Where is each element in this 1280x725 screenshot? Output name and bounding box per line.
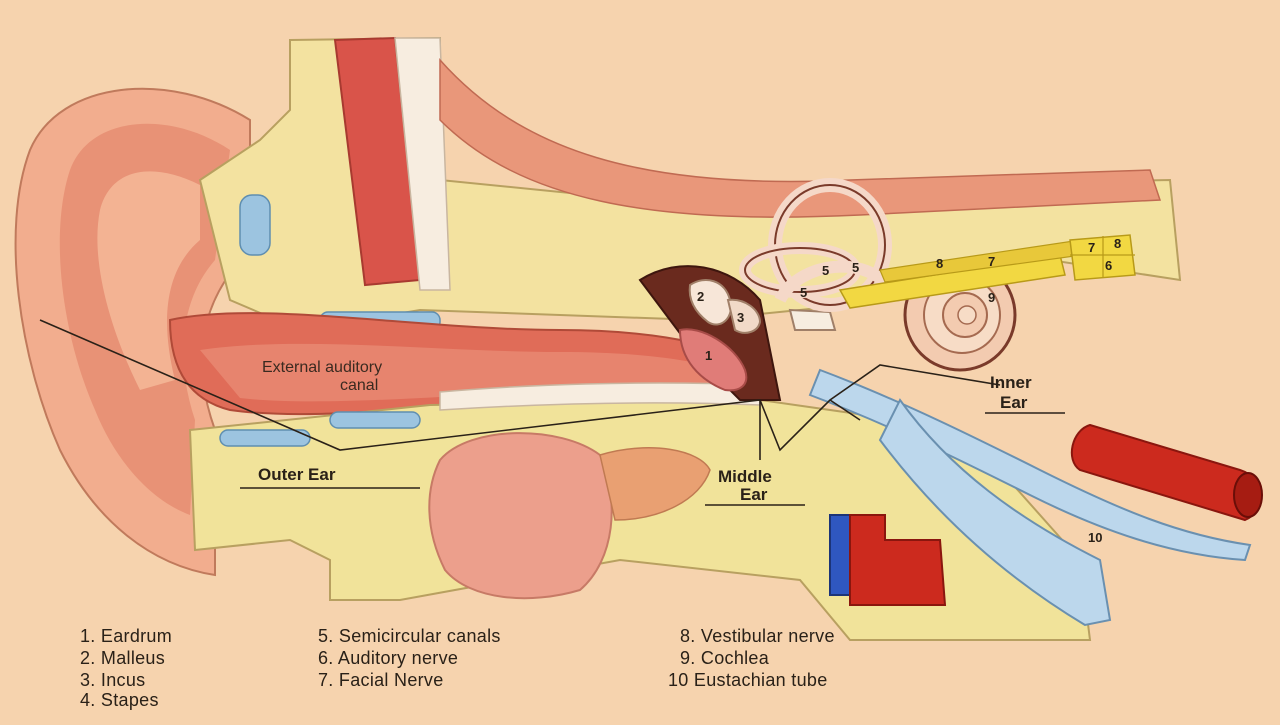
callout-semicircular-b: 5 — [852, 260, 859, 275]
eardrum — [678, 328, 748, 392]
callout-eardrum: 1 — [705, 348, 712, 363]
external-canal-label-line1: External auditory — [262, 359, 382, 376]
internal-carotid-artery — [1070, 423, 1263, 522]
callout-vestibular-nerve: 8 — [936, 256, 943, 271]
region-labels: Outer Ear Middle Ear Inner Ear External … — [240, 359, 1065, 506]
eustachian-tube — [808, 368, 1252, 627]
legend-item-vestibular-nerve: 8. Vestibular nerve — [680, 626, 835, 646]
inner-ear-label-line1: Inner — [990, 373, 1032, 392]
vessel-section — [329, 411, 421, 429]
inner-ear-label-line2: Ear — [1000, 393, 1028, 412]
external-canal-label-line2: canal — [340, 377, 378, 394]
legend-item-semicircular-canals: 5. Semicircular canals — [318, 626, 501, 646]
legend-item-cochlea: 9. Cochlea — [680, 648, 770, 668]
callout-cochlea: 9 — [988, 290, 995, 305]
parotid-gland — [428, 432, 613, 600]
callout-facial-nerve: 7 — [988, 254, 995, 269]
middle-ear-label-line1: Middle — [718, 467, 772, 486]
semicircular-canals — [739, 178, 896, 312]
outer-ear-label: Outer Ear — [258, 465, 336, 484]
callout-nerve-7: 7 — [1088, 240, 1095, 255]
malleus — [688, 279, 732, 326]
tympanic-cavity — [638, 265, 782, 401]
vessel-section — [219, 429, 311, 447]
legend: 1. Eardrum 2. Malleus 3. Incus 4. Stapes… — [80, 626, 835, 710]
numbered-callouts: 1 2 3 5 5 5 8 7 9 7 8 6 10 — [697, 236, 1121, 545]
nerve-bundle — [838, 234, 1136, 309]
legend-item-malleus: 2. Malleus — [80, 648, 165, 668]
legend-item-incus: 3. Incus — [80, 670, 145, 690]
temporal-bone-upper — [198, 36, 1182, 332]
callout-nerve-6: 6 — [1105, 258, 1112, 273]
middle-ear-label-line2: Ear — [740, 485, 768, 504]
callout-malleus: 2 — [697, 289, 704, 304]
callout-incus: 3 — [737, 310, 744, 325]
callout-nerve-8: 8 — [1114, 236, 1121, 251]
callout-semicircular-c: 5 — [800, 285, 807, 300]
legend-item-facial-nerve: 7. Facial Nerve — [318, 670, 444, 690]
legend-item-stapes: 4. Stapes — [80, 690, 159, 710]
incus — [726, 298, 762, 334]
legend-item-eustachian-tube: 10 Eustachian tube — [668, 670, 828, 690]
callout-semicircular-a: 5 — [822, 263, 829, 278]
legend-item-auditory-nerve: 6. Auditory nerve — [318, 648, 458, 668]
callout-eustachian-tube: 10 — [1088, 530, 1102, 545]
jugular-vessels — [829, 514, 947, 606]
middle-ear — [638, 265, 837, 401]
region-boundary-lines — [39, 319, 1001, 460]
vessel-section — [239, 194, 271, 256]
stapes — [788, 308, 837, 331]
legend-item-eardrum: 1. Eardrum — [80, 626, 172, 646]
